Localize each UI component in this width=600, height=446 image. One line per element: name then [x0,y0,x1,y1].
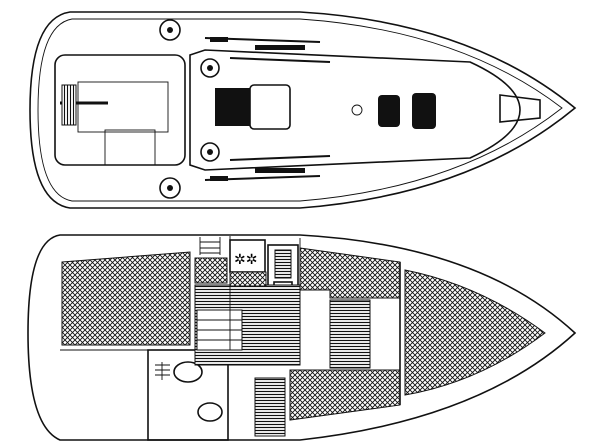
stove-burners-icon: ✲✲ [234,252,257,268]
vent-icon [351,104,363,116]
toilet [173,361,203,383]
deck-toerail [37,18,563,202]
ladder-icon [199,237,221,255]
coachroof [189,49,521,171]
forward-hatch-1 [378,95,400,127]
washbasin [197,402,223,422]
cockpit-seat [77,81,169,133]
winches [159,19,220,199]
forward-hatch-2 [412,93,436,129]
bow-hatch [499,94,541,123]
aft-berth [61,251,191,346]
galley-worktop [274,249,292,279]
interior-hull-outline [27,234,577,441]
saloon-settee-starboard [289,369,401,421]
galley-cushion [229,271,267,287]
transom-step [61,84,77,126]
interior-layout: ✲✲ [27,234,577,441]
forward-v-berth [404,269,546,396]
saloon-table [329,299,371,369]
chart-table-grid [194,257,228,284]
nav-seat [254,377,286,437]
saloon-settee-port [299,247,401,299]
deck-plan [29,11,577,209]
genoa-tracks [204,37,331,181]
companionway-hatch [215,88,250,126]
cockpit-locker [104,129,156,166]
sliding-hatch [249,84,291,130]
deck-hull-outline [29,11,577,209]
heads-grating [155,362,170,380]
heads-compartment [147,349,229,441]
